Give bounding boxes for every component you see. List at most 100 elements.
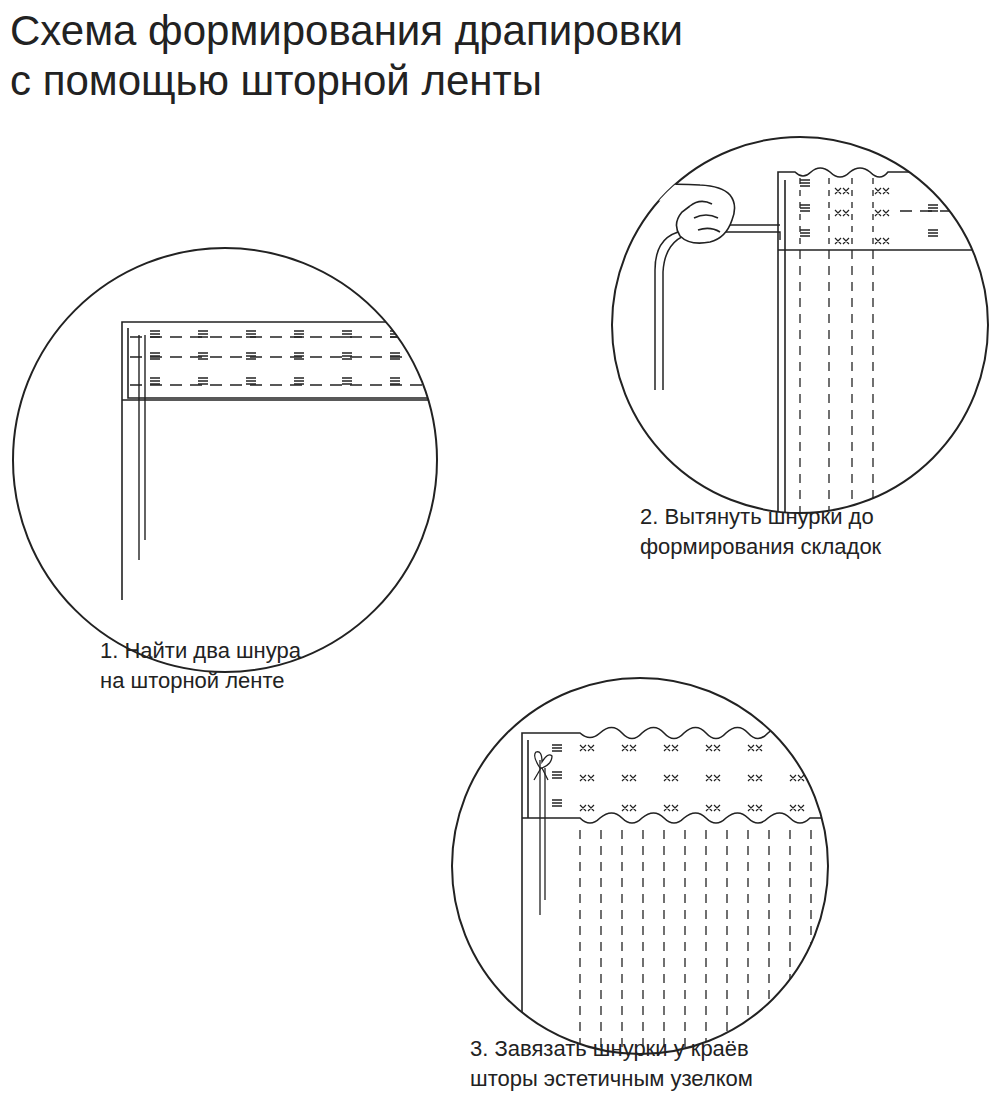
tape-tick: [294, 358, 304, 360]
tape-tick: [928, 232, 938, 234]
tape-tick: [552, 744, 562, 746]
tape-tick: [246, 333, 256, 335]
tape-tick: [800, 185, 810, 187]
tape-gather: [664, 805, 678, 811]
tape-tick: [198, 352, 208, 354]
fold-line: [799, 178, 800, 248]
tape-tick: [150, 336, 160, 338]
fold-line: [705, 830, 706, 1060]
gathering-curtain: [600, 168, 992, 520]
tape-tick: [800, 232, 810, 234]
fold-line: [579, 830, 580, 1060]
tape-tick: [438, 358, 448, 360]
tape-tick: [552, 774, 562, 776]
tape-gather: [790, 805, 804, 811]
tape-tick: [246, 330, 256, 332]
fold-line: [851, 178, 852, 248]
tape-tick: [552, 750, 562, 752]
tape-gather: [622, 805, 636, 811]
fold-line: [768, 830, 769, 1060]
fold-line: [828, 178, 829, 248]
tape-gather: [875, 188, 889, 194]
tape-tick: [800, 204, 810, 206]
tape-tick: [150, 358, 160, 360]
tape-gather: [664, 775, 678, 781]
tape-tick: [150, 355, 160, 357]
tape-tick: [198, 358, 208, 360]
tape-tick: [390, 377, 400, 379]
tape-tick: [390, 336, 400, 338]
tape-tick: [438, 377, 448, 379]
tape-tick: [552, 799, 562, 801]
tape-row: [130, 336, 460, 338]
tape-tick: [150, 383, 160, 385]
tape-tick: [294, 336, 304, 338]
tape-gather: [580, 745, 594, 751]
tape-tick: [552, 771, 562, 773]
finished-curtain: [522, 728, 830, 1061]
tape-tick: [246, 383, 256, 385]
tape-tick: [390, 355, 400, 357]
tape-tick: [390, 380, 400, 382]
circle-frame: [13, 248, 437, 672]
tape-tick: [150, 380, 160, 382]
tape-tick: [552, 747, 562, 749]
caption: 1. Найти два шнура на шторной ленте: [100, 636, 304, 695]
fold-line: [684, 830, 685, 1060]
flat-curtain: [122, 322, 460, 600]
fold-line: [726, 830, 727, 1060]
tape-row: [900, 210, 992, 212]
tape-tick: [342, 333, 352, 335]
tape-tick: [294, 355, 304, 357]
tape-tick: [198, 330, 208, 332]
tape-gather: [748, 805, 762, 811]
tape-tick: [150, 333, 160, 335]
fold-line: [663, 830, 664, 1060]
fold-line: [851, 250, 852, 520]
tape-tick: [390, 358, 400, 360]
tape-tick: [552, 777, 562, 779]
tape-tick: [246, 352, 256, 354]
tape-tick: [150, 352, 160, 354]
tape-tick: [438, 355, 448, 357]
tape-gather: [835, 210, 849, 216]
tape-tick: [294, 330, 304, 332]
tape-tick: [342, 336, 352, 338]
fold-line: [810, 830, 811, 1060]
tape-tick: [198, 377, 208, 379]
tape-gather: [580, 775, 594, 781]
tape-tick: [390, 330, 400, 332]
tape-tick: [800, 210, 810, 212]
tape-tick: [342, 330, 352, 332]
fold-line: [747, 830, 748, 1060]
tape-tick: [342, 355, 352, 357]
fold-line: [621, 830, 622, 1060]
tape-tick: [552, 805, 562, 807]
tape-tick: [438, 330, 448, 332]
title: Схема формирования драпировки с помощью …: [10, 6, 686, 105]
tape-tick: [294, 377, 304, 379]
tape-tick: [294, 333, 304, 335]
tape-tick: [246, 336, 256, 338]
fold-line: [872, 250, 873, 520]
tape-gather: [748, 775, 762, 781]
tape-tick: [342, 352, 352, 354]
tape-tick: [198, 336, 208, 338]
fold-line: [789, 830, 790, 1060]
tape-tick: [928, 207, 938, 209]
tape-tick: [390, 333, 400, 335]
tape-tick: [438, 352, 448, 354]
tape-tick: [390, 352, 400, 354]
tape-tick: [342, 358, 352, 360]
tape-tick: [928, 185, 938, 187]
tape-tick: [198, 355, 208, 357]
tape-tick: [928, 204, 938, 206]
fold-line: [642, 830, 643, 1060]
tape-tick: [800, 207, 810, 209]
tape-tick: [438, 380, 448, 382]
caption: 3. Завязать шнурки у краёв шторы эстетич…: [470, 1034, 756, 1093]
tape-tick: [198, 383, 208, 385]
tape-tick: [390, 383, 400, 385]
tape-gather: [706, 745, 720, 751]
tape-tick: [438, 383, 448, 385]
